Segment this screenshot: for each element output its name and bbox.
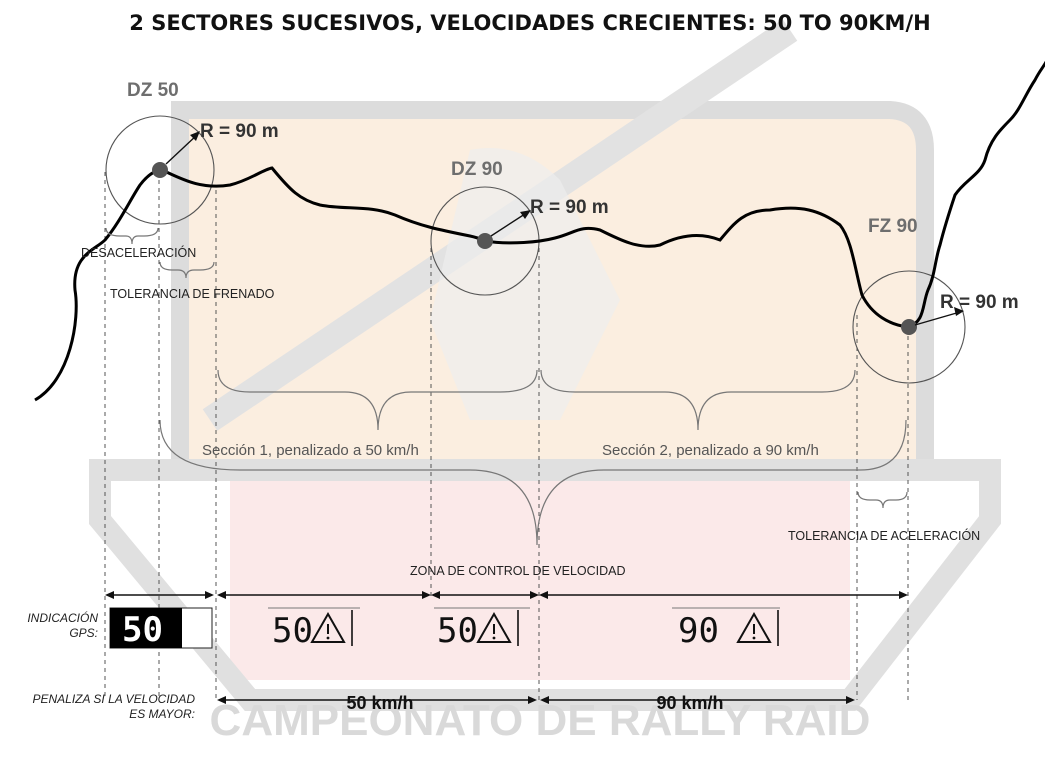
speed-control-zone-brace <box>159 419 907 546</box>
penalty-label-line2: ES MAYOR: <box>129 707 195 721</box>
dz50-point <box>152 162 168 178</box>
watermark-subtitle: CAMPEONATO DE RALLY RAID <box>210 696 871 745</box>
gps-display-1-value: 50 <box>272 611 313 651</box>
speed-control-zone-label: ZONA DE CONTROL DE VELOCIDAD <box>410 564 626 578</box>
penalty-label-line1: PENALIZA SI LA VELOCIDAD <box>33 692 196 706</box>
dz90-point <box>477 233 493 249</box>
braking-tolerance-label: TOLERANCIA DE FRENADO <box>110 287 275 301</box>
penalty-limit-1: 50 km/h <box>346 693 413 713</box>
gps-display-2-value: 50 <box>437 611 478 651</box>
acceleration-tolerance-brace <box>857 491 908 509</box>
gps-label-line2: GPS: <box>69 626 98 640</box>
gps-display-1: 50 <box>268 607 360 651</box>
gps-arrows <box>105 591 908 599</box>
warning-triangle-icon <box>736 611 772 643</box>
deceleration-label: DESACELERACIÓN <box>81 245 196 260</box>
acceleration-tolerance-label: TOLERANCIA DE ACELERACIÓN <box>788 528 980 543</box>
fz90-label: FZ 90 <box>868 216 918 237</box>
penalty-limit-2: 90 km/h <box>656 693 723 713</box>
gps-display-initial-value: 50 <box>122 610 163 650</box>
fz90-radius: R = 90 m <box>940 292 1019 313</box>
dz90-label: DZ 90 <box>451 159 503 180</box>
gps-display-3-value: 90 <box>678 611 719 651</box>
dz50-label: DZ 50 <box>127 80 179 101</box>
section1-brace <box>217 369 538 431</box>
warning-triangle-icon <box>476 611 512 643</box>
dz50-circle <box>105 115 215 225</box>
warning-triangle-icon <box>310 611 346 643</box>
section2-label: Sección 2, penalizado a 90 km/h <box>602 442 819 459</box>
radius-arrows <box>165 131 964 326</box>
gps-display-2: 50 <box>434 607 530 651</box>
dz90-radius: R = 90 m <box>530 197 609 218</box>
section2-brace <box>540 369 856 431</box>
deceleration-brace <box>105 227 159 245</box>
gps-display-3: 90 <box>672 607 780 651</box>
fz90-circle <box>852 270 966 384</box>
gps-label-line1: INDICACIÓN <box>27 610 98 625</box>
dz50-radius: R = 90 m <box>200 121 279 142</box>
vertical-guides <box>104 172 909 700</box>
braking-tolerance-brace <box>159 261 215 279</box>
fz90-point <box>901 319 917 335</box>
gps-display-initial: 50 <box>109 607 213 650</box>
section1-label: Sección 1, penalizado a 50 km/h <box>202 442 419 459</box>
watermark-logo: CAMPEONATO DE RALLY RAID <box>89 19 1001 745</box>
penalty-arrows <box>217 696 855 704</box>
page-title: 2 SECTORES SUCESIVOS, VELOCIDADES CRECIE… <box>129 11 930 35</box>
